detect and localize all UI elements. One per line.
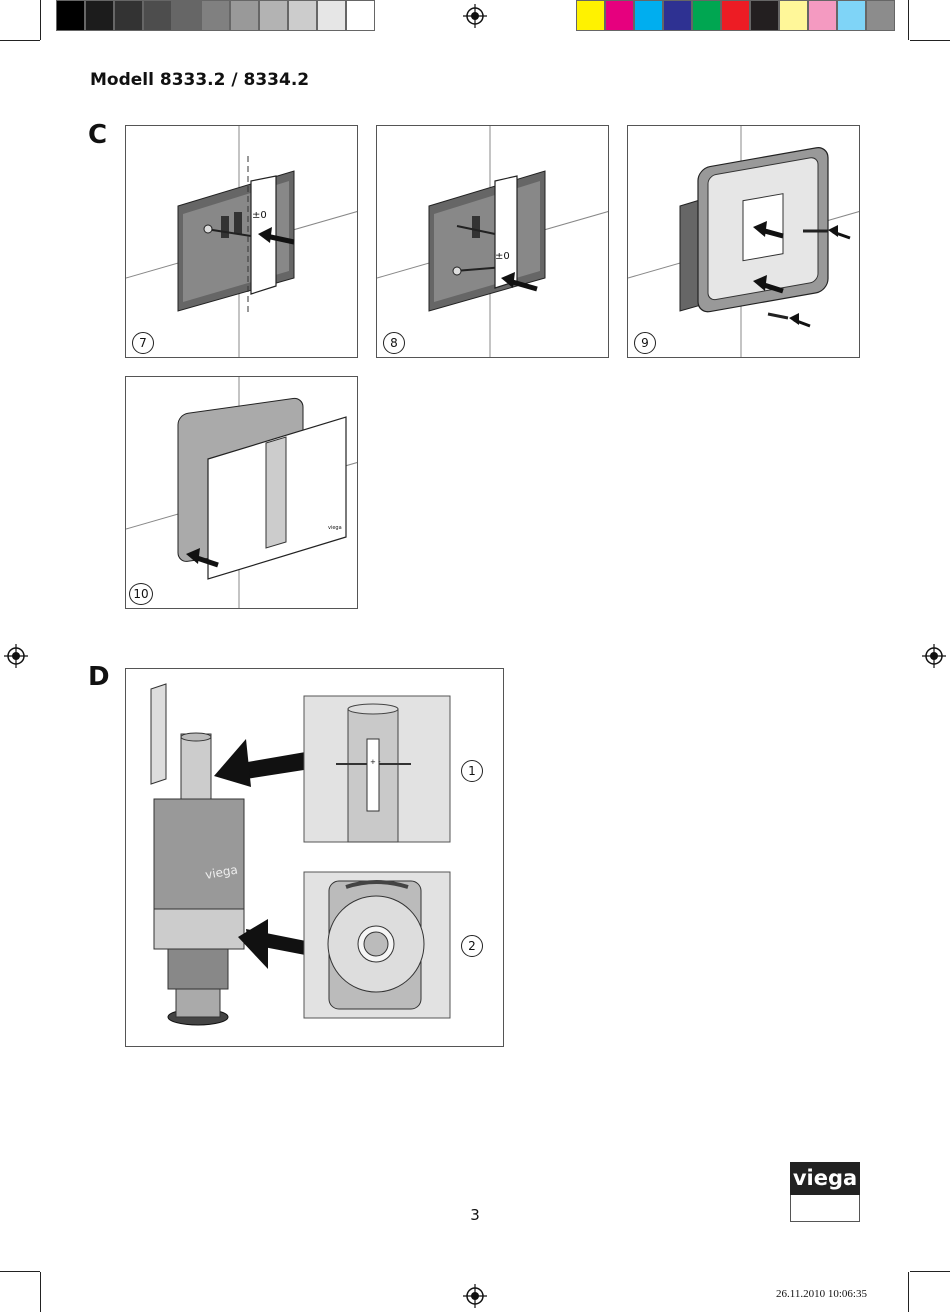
color-swatch <box>201 0 230 31</box>
step-10-illustration: viega 10 <box>125 376 358 609</box>
color-swatch <box>692 0 721 31</box>
registration-mark-icon <box>463 4 487 28</box>
color-swatch <box>779 0 808 31</box>
registration-mark-icon <box>463 1284 487 1308</box>
step-number-badge: 10 <box>129 583 153 605</box>
brand-mark: viega <box>204 862 239 881</box>
color-swatch <box>346 0 375 31</box>
step-9-illustration: 9 <box>627 125 860 358</box>
level-mark-label: ±0 <box>495 251 510 262</box>
crop-mark <box>40 1272 41 1312</box>
step-7-illustration: ±0 7 <box>125 125 358 358</box>
color-swatch <box>172 0 201 31</box>
step-number-badge: 2 <box>461 935 483 957</box>
print-timestamp: 26.11.2010 10:06:35 <box>776 1288 867 1300</box>
color-swatch <box>605 0 634 31</box>
section-c-label: C <box>88 120 108 150</box>
crop-mark <box>0 40 40 41</box>
color-swatch <box>317 0 346 31</box>
step-number-badge: 7 <box>132 332 154 354</box>
step-number-badge: 1 <box>461 760 483 782</box>
color-swatch <box>230 0 259 31</box>
color-swatch <box>808 0 837 31</box>
color-swatch <box>721 0 750 31</box>
color-swatch <box>85 0 114 31</box>
registration-mark-icon <box>4 644 28 668</box>
color-swatch <box>259 0 288 31</box>
flush-valve-illustration: viega + - 1 2 <box>125 668 504 1047</box>
color-swatch <box>143 0 172 31</box>
color-swatch <box>866 0 895 31</box>
crop-mark <box>908 0 909 40</box>
viega-logo: viega <box>790 1162 860 1195</box>
crop-mark <box>908 1272 909 1312</box>
step-number-badge: 8 <box>383 332 405 354</box>
color-swatch <box>750 0 779 31</box>
crop-mark <box>910 40 950 41</box>
color-swatch <box>114 0 143 31</box>
page-title: Modell 8333.2 / 8334.2 <box>90 70 310 90</box>
color-swatch <box>663 0 692 31</box>
section-d-label: D <box>88 662 110 692</box>
color-swatch <box>288 0 317 31</box>
crop-mark <box>910 1271 950 1272</box>
brand-mark: viega <box>328 525 342 531</box>
color-swatch <box>576 0 605 31</box>
crop-mark <box>40 0 41 40</box>
color-swatch <box>837 0 866 31</box>
crop-mark <box>0 1271 40 1272</box>
color-swatch <box>56 0 85 31</box>
logo-frame <box>790 1195 860 1222</box>
page-number: 3 <box>470 1206 480 1224</box>
registration-mark-icon <box>922 644 946 668</box>
step-number-badge: 9 <box>634 332 656 354</box>
level-mark-label: ±0 <box>252 210 267 221</box>
color-swatch <box>634 0 663 31</box>
step-8-illustration: ±0 8 <box>376 125 609 358</box>
adjustment-scale-label: + - <box>370 758 381 766</box>
